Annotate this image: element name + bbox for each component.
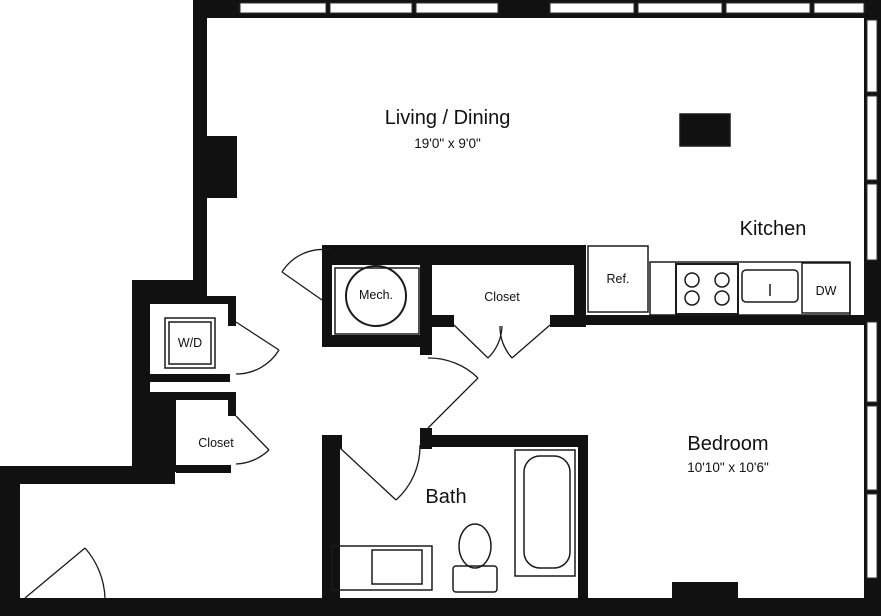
range	[675, 263, 739, 315]
dishwasher-label: DW	[815, 284, 837, 298]
door-swings	[24, 248, 551, 599]
dishwasher	[801, 262, 851, 314]
living-dining-dimensions: 19'0" x 9'0"	[414, 136, 481, 151]
interior-walls	[150, 245, 864, 600]
kitchen-sink	[741, 269, 799, 303]
bathtub	[514, 449, 576, 577]
mech-label: Mech.	[358, 288, 394, 302]
window-strips	[239, 2, 878, 579]
toilet-tank	[452, 565, 498, 593]
toilet-bowl	[458, 523, 492, 569]
closet-label: Closet	[198, 436, 234, 450]
closet-label: Closet	[484, 290, 520, 304]
refrigerator-label: Ref.	[606, 272, 630, 286]
bedroom-label: Bedroom	[687, 433, 769, 455]
washer-dryer-inner	[168, 321, 212, 365]
entry-label: Entry	[53, 601, 83, 615]
bath-label: Bath	[425, 486, 467, 508]
living-dining-label: Living / Dining	[384, 107, 511, 129]
mech-unit	[345, 265, 407, 327]
kitchen-label: Kitchen	[739, 218, 807, 240]
vanity	[331, 545, 433, 591]
wall-panel	[679, 113, 731, 147]
refrigerator	[587, 245, 649, 313]
mech-closet-outline	[334, 267, 420, 335]
fixtures	[164, 113, 851, 593]
bedroom-dimensions: 10'10" x 10'6"	[687, 460, 769, 475]
washer-dryer-label: W/D	[177, 336, 203, 350]
washer-dryer-outer	[164, 317, 216, 369]
